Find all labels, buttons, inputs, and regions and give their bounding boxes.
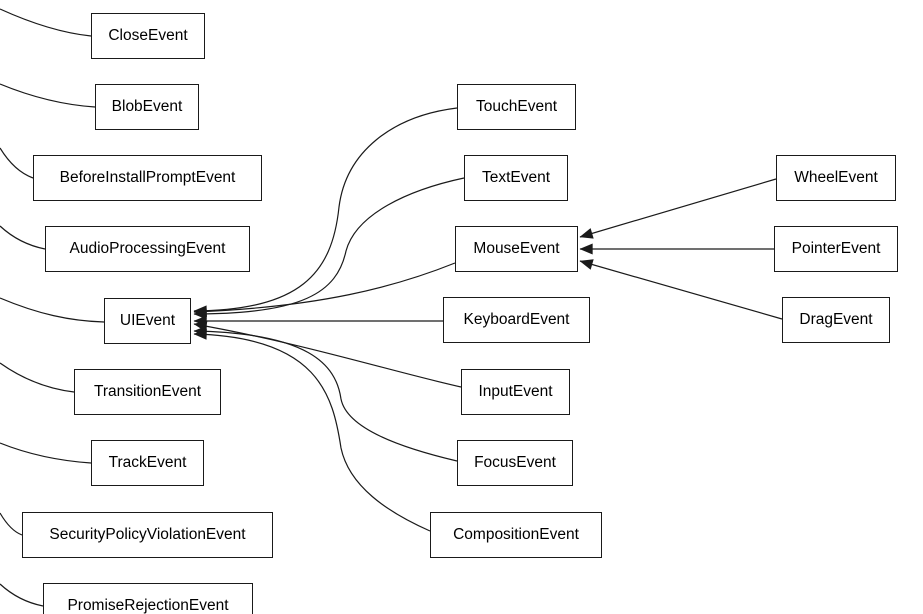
edge-focus-to-ui: [193, 325, 458, 462]
node-label: UIEvent: [119, 312, 176, 329]
node-label: BlobEvent: [111, 98, 183, 115]
node-keyboard: KeyboardEvent: [443, 297, 590, 343]
edge-input-to-ui: [193, 320, 462, 388]
node-drag: DragEvent: [782, 297, 890, 343]
edge-transition-to-offscreen-left: [0, 362, 75, 393]
node-beforeinstallprompt: BeforeInstallPromptEvent: [33, 155, 262, 201]
edge-promiserejection-to-offscreen-left: [0, 583, 44, 607]
node-label: CloseEvent: [108, 27, 188, 44]
node-composition: CompositionEvent: [430, 512, 602, 558]
edge-audioprocessing-to-offscreen-left: [0, 225, 46, 250]
node-label: CompositionEvent: [453, 526, 579, 543]
node-close: CloseEvent: [91, 13, 205, 59]
node-label: AudioProcessingEvent: [69, 240, 226, 257]
edge-beforeinstallprompt-to-offscreen-left: [0, 147, 34, 179]
node-label: FocusEvent: [474, 454, 556, 471]
edge-wheel-to-mouse: [579, 178, 777, 239]
edge-ui-to-offscreen-left: [0, 297, 105, 323]
edge-blob-to-offscreen-left: [0, 83, 96, 108]
node-pointer: PointerEvent: [774, 226, 898, 272]
node-label: InputEvent: [478, 383, 553, 400]
node-securitypolicyviolation: SecurityPolicyViolationEvent: [22, 512, 273, 558]
node-label: DragEvent: [799, 311, 873, 328]
node-touch: TouchEvent: [457, 84, 576, 130]
node-transition: TransitionEvent: [74, 369, 221, 415]
node-label: TransitionEvent: [93, 383, 202, 400]
node-label: TouchEvent: [476, 98, 557, 115]
node-label: MouseEvent: [473, 240, 560, 257]
node-text: TextEvent: [464, 155, 568, 201]
edge-track-to-offscreen-left: [0, 442, 92, 464]
edge-mouse-to-ui: [193, 262, 456, 317]
edge-touch-to-ui: [193, 107, 458, 317]
edge-close-to-offscreen-left: [0, 8, 92, 37]
edge-drag-to-mouse: [579, 259, 783, 320]
node-label: SecurityPolicyViolationEvent: [49, 526, 246, 543]
node-ui: UIEvent: [104, 298, 191, 344]
node-label: TrackEvent: [108, 454, 187, 471]
edge-composition-to-ui: [193, 328, 431, 532]
node-label: WheelEvent: [794, 169, 878, 186]
node-label: PromiseRejectionEvent: [67, 597, 229, 614]
node-input: InputEvent: [461, 369, 570, 415]
node-blob: BlobEvent: [95, 84, 199, 130]
node-label: PointerEvent: [791, 240, 881, 257]
node-label: TextEvent: [481, 169, 551, 186]
edge-securitypolicyviolation-to-offscreen-left: [0, 512, 23, 536]
node-focus: FocusEvent: [457, 440, 573, 486]
node-track: TrackEvent: [91, 440, 204, 486]
node-label: BeforeInstallPromptEvent: [59, 169, 236, 186]
node-label: KeyboardEvent: [463, 311, 570, 328]
node-mouse: MouseEvent: [455, 226, 578, 272]
node-promiserejection: PromiseRejectionEvent: [43, 583, 253, 614]
node-wheel: WheelEvent: [776, 155, 896, 201]
node-audioprocessing: AudioProcessingEvent: [45, 226, 250, 272]
edge-text-to-ui: [193, 177, 465, 320]
